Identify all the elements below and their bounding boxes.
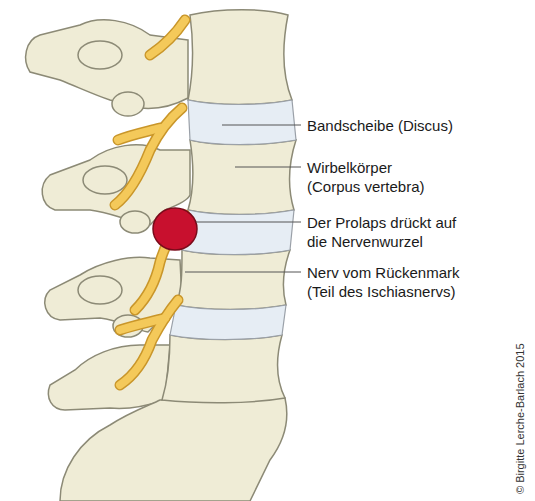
vertebral-body — [176, 250, 290, 310]
sacrum — [60, 398, 287, 501]
nerve — [120, 300, 178, 385]
transverse-process — [78, 41, 122, 69]
part-label: Wirbelkörper (Corpus vertebra) — [307, 158, 435, 196]
leader-line — [235, 167, 301, 168]
disc — [182, 210, 294, 255]
nerve — [120, 300, 178, 385]
vertebral-arch — [26, 20, 188, 109]
nerve — [115, 108, 182, 205]
disc — [188, 100, 296, 145]
nerve — [115, 108, 182, 205]
nerve — [118, 128, 160, 140]
leader-line — [185, 272, 301, 273]
leader-line — [222, 125, 301, 126]
part-label: Nerv vom Rückenmark (Teil des Ischiasner… — [307, 263, 475, 301]
copyright-note: © Birgitte Lerche-Barlach 2015 — [514, 343, 527, 494]
facet-joint — [112, 92, 144, 116]
vertebral-body — [188, 140, 296, 215]
nerve-fill — [115, 20, 185, 385]
disc — [170, 305, 286, 340]
part-label: Bandscheibe (Discus) — [307, 116, 507, 135]
nerve-outline — [115, 20, 185, 385]
transverse-process — [78, 276, 122, 304]
nerve — [150, 20, 185, 55]
vertebral-bodies — [162, 10, 296, 403]
nerve — [120, 318, 165, 330]
leader-line — [196, 222, 301, 223]
vertebral-body — [162, 335, 285, 403]
vertebral-body — [188, 10, 292, 105]
nerve-roots — [115, 20, 185, 385]
disc-prolapse — [153, 208, 197, 250]
transverse-process — [83, 166, 127, 194]
leader-lines — [185, 125, 301, 272]
nerve — [150, 20, 185, 55]
part-label: Der Prolaps drückt auf die Nervenwurzel — [307, 213, 469, 251]
facet-joint — [120, 211, 150, 233]
